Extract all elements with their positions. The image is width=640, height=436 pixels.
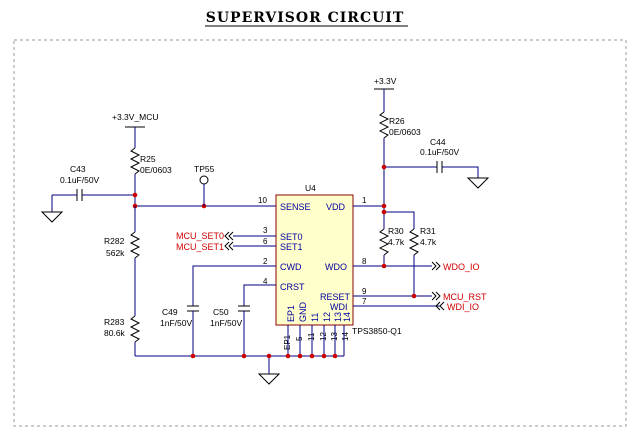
main-rail-symbol (374, 88, 394, 112)
wdo-offpage-arrow (431, 261, 441, 271)
pin-12: 12 (322, 312, 332, 322)
rst-offpage-arrow (431, 291, 441, 301)
junction (332, 353, 338, 359)
c50-ref: C50 (213, 307, 229, 317)
u4-part: TPS3850-Q1 (352, 326, 402, 336)
r283-ref: R283 (104, 317, 125, 327)
r283-value: 80.6k (104, 328, 126, 338)
pin-number-2: 2 (263, 257, 268, 266)
c43-value: 0.1uF/50V (60, 175, 100, 185)
pin-wdi: WDI (330, 302, 348, 312)
pin-13: 13 (333, 312, 343, 322)
r31-resistor (408, 228, 420, 296)
c43-capacitor (51, 189, 135, 212)
c44-value: 0.1uF/50V (420, 147, 460, 157)
c49-ref: C49 (162, 307, 178, 317)
junction (132, 192, 138, 198)
junction (381, 164, 387, 170)
junction (285, 353, 291, 359)
pin-number-8: 8 (362, 257, 367, 266)
r282-resistor (129, 206, 141, 316)
pin-gnd: GND (298, 302, 308, 323)
pin-reset: RESET (320, 292, 351, 302)
pin-cwd: CWD (280, 262, 302, 272)
sheet-border (13, 39, 627, 427)
r25-value: 0E/0603 (140, 165, 172, 175)
junction (190, 353, 196, 359)
c50-value: 1nF/50V (210, 318, 242, 328)
junction (297, 353, 303, 359)
net-mcu-set0: MCU_SET0 (176, 231, 224, 241)
r283-resistor (129, 315, 141, 356)
junction (321, 353, 327, 359)
pin-wdo: WDO (325, 262, 347, 272)
c49-value: 1nF/50V (160, 318, 192, 328)
junction (266, 353, 272, 359)
ground-symbol-bottom (257, 373, 281, 385)
r30-ref: R30 (388, 226, 404, 236)
tp55-label: TP55 (194, 164, 215, 174)
wdi-offpage-arrow (435, 301, 445, 311)
r31-ref: R31 (420, 226, 436, 236)
pin-11: 11 (310, 313, 320, 322)
pin-number-6: 6 (263, 237, 268, 246)
r30-value: 4.7k (388, 237, 405, 247)
junction (241, 353, 247, 359)
r282-ref: R282 (104, 236, 125, 246)
r31-top-wire (384, 211, 415, 229)
c44-ref: C44 (430, 137, 446, 147)
set-wires (224, 231, 276, 251)
r26-value: 0E/0603 (389, 127, 421, 137)
ground-symbol-left (40, 211, 64, 223)
pin-vdd: VDD (326, 202, 346, 212)
r30-resistor (378, 228, 390, 266)
c49-capacitor (187, 265, 276, 356)
pin-number-9: 9 (362, 287, 367, 296)
pin-14: 14 (342, 312, 352, 322)
r282-value: 562k (106, 248, 125, 258)
u4-ic-body (275, 194, 354, 326)
pin-number-14: 14 (341, 332, 350, 341)
net-mcu-rst: MCU_RST (443, 292, 487, 302)
junction (381, 209, 387, 215)
pin-set1: SET1 (280, 242, 303, 252)
junction (381, 203, 387, 209)
r25-resistor (129, 147, 141, 206)
c50-capacitor (238, 284, 276, 356)
pin-set0: SET0 (280, 232, 303, 242)
c43-ref: C43 (70, 164, 86, 174)
net-mcu-set1: MCU_SET1 (176, 242, 224, 252)
pin-number-3: 3 (263, 226, 268, 235)
main-rail-label: +3.3V (374, 76, 397, 86)
tp55-testpoint (199, 175, 209, 206)
ground-bus (135, 325, 345, 374)
r31-value: 4.7k (420, 237, 437, 247)
mcu-rail-symbol (125, 126, 145, 148)
pin-number-4: 4 (263, 277, 268, 286)
pin-number-10: 10 (258, 196, 267, 205)
pin-number-1: 1 (362, 196, 367, 205)
junction (411, 293, 417, 299)
pin-ep1: EP1 (286, 305, 296, 322)
ground-symbol-right (466, 177, 490, 189)
r26-ref: R26 (389, 116, 405, 126)
net-wdo-io: WDO_IO (443, 262, 480, 272)
c44-capacitor (384, 161, 479, 178)
pin-sense: SENSE (280, 202, 311, 212)
pin-crst: CRST (280, 282, 305, 292)
page-title: SUPERVISOR CIRCUIT (206, 10, 405, 26)
u4-ref: U4 (305, 183, 316, 193)
junction (381, 263, 387, 269)
mcu-rail-label: +3.3V_MCU (112, 112, 159, 122)
pin-number-7: 7 (362, 297, 367, 306)
junction (309, 353, 315, 359)
net-wdi-io: WDI_IO (447, 302, 479, 312)
r25-ref: R25 (140, 154, 156, 164)
